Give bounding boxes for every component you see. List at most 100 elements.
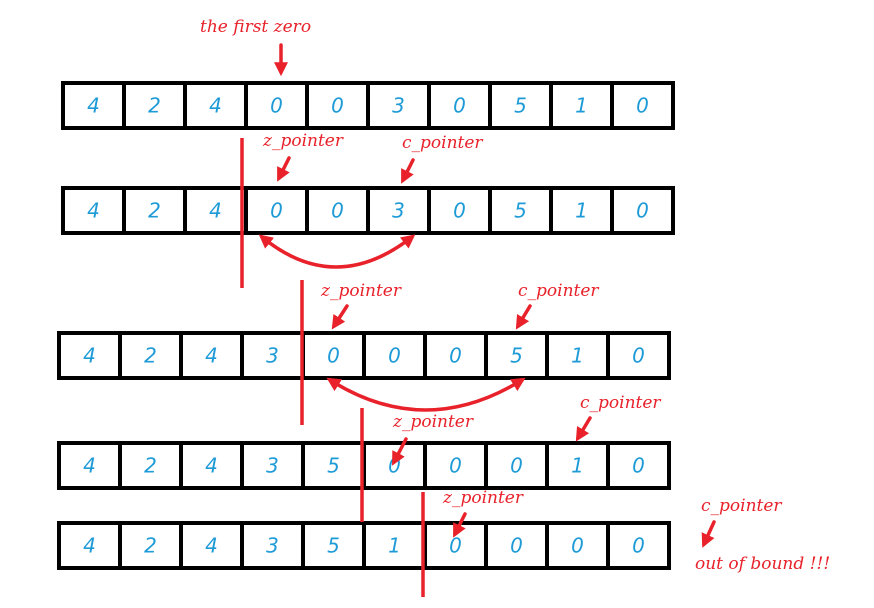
- array-cell: 0: [484, 521, 549, 570]
- c-pointer-label-3: c_pointer: [580, 393, 661, 413]
- array-cell-box: [606, 441, 671, 490]
- array-cell: 4: [183, 81, 248, 130]
- array-cell-value: 0: [510, 454, 523, 478]
- array-cell-value: 0: [331, 199, 344, 223]
- array-cell-value: 0: [632, 454, 645, 478]
- array-cell: 5: [488, 186, 553, 235]
- z-pointer-label-1: z_pointer: [262, 131, 344, 151]
- array-cell: 4: [57, 441, 122, 490]
- array-cell: 1: [549, 81, 614, 130]
- array-cell: 4: [179, 521, 244, 570]
- array-cell: 1: [545, 331, 610, 380]
- array-cell-value: 4: [83, 344, 96, 368]
- array-cell: 5: [301, 441, 366, 490]
- out-of-bound-label: out of bound !!!: [695, 554, 830, 574]
- array-cell: 2: [118, 331, 183, 380]
- z-pointer-label-3: z_pointer: [392, 412, 474, 432]
- array-cell-value: 0: [449, 344, 462, 368]
- z-pointer-arrow-2: [331, 304, 349, 330]
- array-cell-box: [484, 441, 549, 490]
- array-cell: 0: [545, 521, 610, 570]
- array-cell-box: [240, 441, 305, 490]
- array-cell-value: 3: [392, 94, 405, 118]
- array-cell-value: 1: [388, 534, 401, 558]
- array-cell-value: 0: [636, 94, 649, 118]
- array-cell-box: [423, 441, 488, 490]
- array-cell: 3: [366, 81, 431, 130]
- array-cell-box: [366, 186, 431, 235]
- array-cell-box: [118, 521, 183, 570]
- array-cell: 0: [301, 331, 366, 380]
- array-cell: 0: [606, 441, 671, 490]
- array-cell: 0: [244, 81, 309, 130]
- array-cell: 0: [427, 186, 492, 235]
- array-cell: 1: [362, 521, 427, 570]
- array-cell-value: 1: [571, 344, 584, 368]
- array-cell-value: 0: [453, 94, 466, 118]
- array-cell-value: 3: [266, 454, 279, 478]
- array-cell-value: 4: [205, 344, 218, 368]
- array-cell: 4: [183, 186, 248, 235]
- array-cell-value: 4: [87, 94, 100, 118]
- array-cell: 2: [122, 186, 187, 235]
- swap-arrow-2: [326, 377, 526, 412]
- array-cell-value: 0: [453, 199, 466, 223]
- array-cell-box: [423, 331, 488, 380]
- array-cell-value: 0: [270, 199, 283, 223]
- array-cell-value: 4: [209, 199, 222, 223]
- array-cell: 0: [606, 521, 671, 570]
- array-cell-value: 0: [571, 534, 584, 558]
- array-cell-value: 0: [632, 344, 645, 368]
- c-pointer-label-1: c_pointer: [402, 133, 483, 153]
- array-cell-value: 2: [148, 199, 161, 223]
- z-pointer-label-2: z_pointer: [320, 281, 402, 301]
- swap-arrow-1: [258, 234, 416, 269]
- array-cell-value: 0: [270, 94, 283, 118]
- array-cell: 4: [179, 441, 244, 490]
- z-pointer-arrow-4: [453, 512, 467, 538]
- array-cell: 5: [301, 521, 366, 570]
- z-pointer-arrow-1: [277, 156, 291, 182]
- array-cell: 2: [118, 441, 183, 490]
- c-pointer-arrow-4: [701, 520, 716, 548]
- array-cell-value: 4: [205, 454, 218, 478]
- array-cell-box: [549, 186, 614, 235]
- array-cell: 0: [305, 186, 370, 235]
- array-cell: 0: [423, 441, 488, 490]
- array-cell: 4: [57, 331, 122, 380]
- array-cell-value: 5: [327, 454, 340, 478]
- array-cell-value: 0: [632, 534, 645, 558]
- array-cell-value: 4: [83, 534, 96, 558]
- array-cell-box: [57, 331, 122, 380]
- array-cell-box: [423, 521, 488, 570]
- array-cell-value: 0: [388, 344, 401, 368]
- array-cell-box: [57, 441, 122, 490]
- array-cell-value: 2: [148, 94, 161, 118]
- array-cell: 3: [240, 441, 305, 490]
- array-cell: 1: [549, 186, 614, 235]
- array-cell-value: 2: [144, 454, 157, 478]
- array-cell-value: 0: [388, 454, 401, 478]
- array-cell-box: [301, 521, 366, 570]
- array-cell: 0: [423, 331, 488, 380]
- array-cell: 2: [118, 521, 183, 570]
- array-cell: 0: [427, 81, 492, 130]
- array-cell-box: [610, 186, 675, 235]
- array-cell: 2: [122, 81, 187, 130]
- array-cell: 0: [305, 81, 370, 130]
- z-pointer-arrow-3: [392, 437, 408, 466]
- array-cell-value: 2: [144, 534, 157, 558]
- array-cell-box: [488, 81, 553, 130]
- array-cell-box: [606, 331, 671, 380]
- array-cell: 4: [61, 81, 126, 130]
- array-cell: 0: [610, 81, 675, 130]
- array-cell: 1: [545, 441, 610, 490]
- c-pointer-label-4: c_pointer: [701, 496, 782, 516]
- array-cell-box: [122, 81, 187, 130]
- array-cell-box: [183, 81, 248, 130]
- array-cell: 3: [240, 521, 305, 570]
